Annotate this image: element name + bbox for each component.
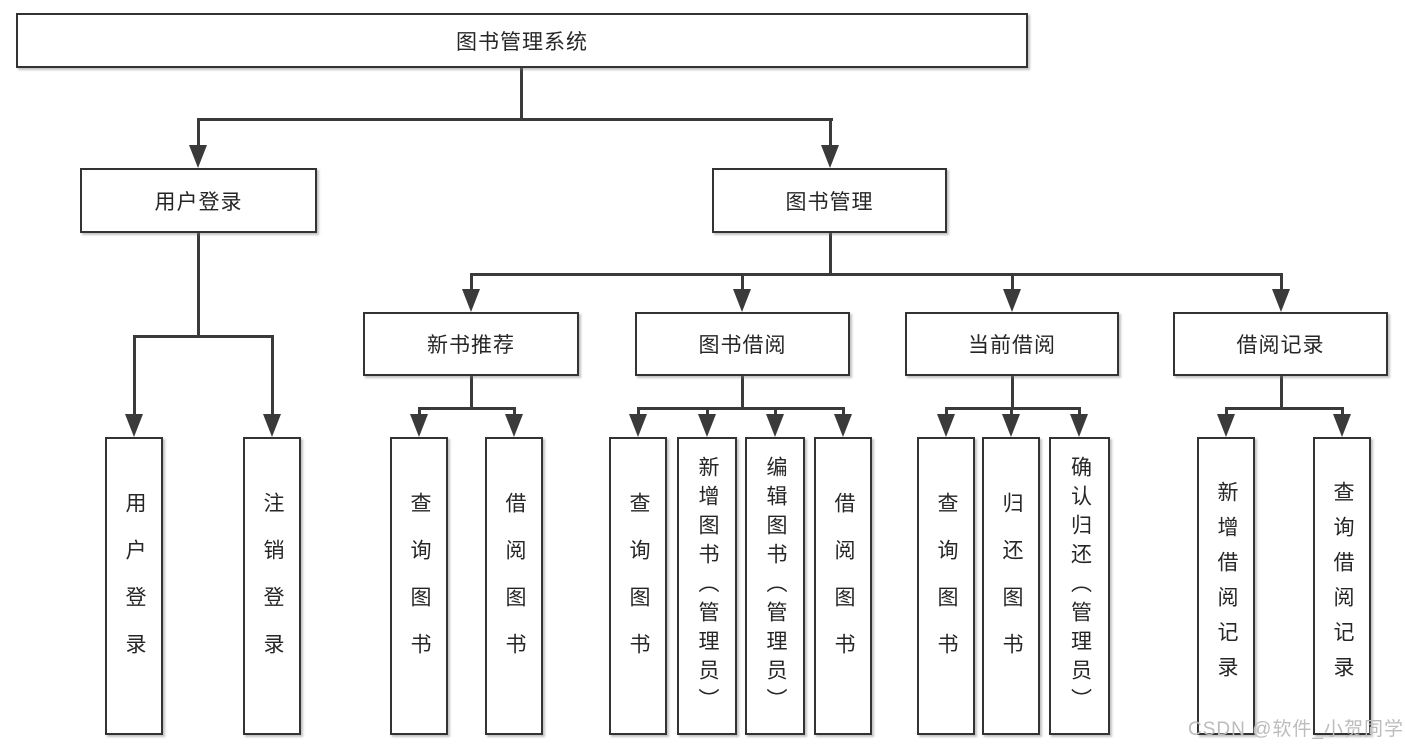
node-add-books-admin: 新增图书（管理员） bbox=[677, 437, 737, 735]
node-query-books: 查询图书 bbox=[609, 437, 667, 735]
connector-line bbox=[133, 335, 274, 338]
node-label: 查询图书 bbox=[935, 492, 958, 680]
connector-line bbox=[418, 407, 421, 419]
arrow-down-icon bbox=[821, 145, 839, 168]
arrow-down-icon bbox=[125, 414, 143, 437]
node-label: 新书推荐 bbox=[427, 334, 515, 357]
connector-line bbox=[741, 376, 744, 408]
node-edit-books-admin: 编辑图书（管理员） bbox=[745, 437, 805, 735]
connector-line bbox=[1011, 273, 1014, 292]
node-label: 查询图书 bbox=[408, 492, 431, 680]
arrow-down-icon bbox=[698, 414, 716, 437]
connector-line bbox=[741, 273, 744, 292]
connector-line bbox=[706, 407, 709, 419]
arrow-down-icon bbox=[629, 414, 647, 437]
connector-line bbox=[842, 407, 845, 419]
node-query-books: 查询图书 bbox=[390, 437, 448, 735]
arrow-down-icon bbox=[1217, 414, 1235, 437]
node-borrow-books: 借阅图书 bbox=[485, 437, 543, 735]
node-label: 新增借阅记录 bbox=[1215, 481, 1238, 691]
node-label: 图书借阅 bbox=[698, 334, 787, 357]
connector-line bbox=[1011, 376, 1014, 408]
arrow-down-icon bbox=[189, 145, 207, 168]
connector-line bbox=[829, 118, 832, 148]
node-label: 用户登录 bbox=[123, 492, 146, 680]
connector-line bbox=[1010, 407, 1013, 419]
node-borrow-books: 借阅图书 bbox=[814, 437, 872, 735]
connector-line bbox=[774, 407, 777, 419]
arrow-down-icon bbox=[1333, 414, 1351, 437]
connector-line bbox=[271, 335, 274, 417]
node-query-books: 查询图书 bbox=[917, 437, 975, 735]
node-label: 图书管理 bbox=[785, 190, 874, 214]
arrow-down-icon bbox=[462, 289, 480, 312]
connector-line bbox=[197, 233, 200, 337]
node-label: 借阅记录 bbox=[1236, 334, 1325, 357]
connector-line bbox=[945, 407, 948, 419]
node-current-borrowing: 当前借阅 bbox=[905, 312, 1119, 376]
connector-line bbox=[470, 376, 473, 408]
node-label: 借阅图书 bbox=[503, 492, 526, 680]
arrow-down-icon bbox=[834, 414, 852, 437]
connector-line bbox=[133, 335, 136, 417]
node-return-books: 归还图书 bbox=[982, 437, 1040, 735]
node-label: 新增图书（管理员） bbox=[696, 455, 719, 717]
connector-line bbox=[637, 407, 845, 410]
node-label: 确认归还（管理员） bbox=[1068, 455, 1092, 717]
node-label: 图书管理系统 bbox=[456, 30, 588, 54]
connector-line bbox=[1280, 376, 1283, 408]
arrow-down-icon bbox=[263, 414, 281, 437]
connector-line bbox=[1225, 407, 1228, 419]
connector-line bbox=[1280, 273, 1283, 292]
node-label: 当前借阅 bbox=[968, 334, 1056, 357]
arrow-down-icon bbox=[410, 414, 428, 437]
node-library-system: 图书管理系统 bbox=[16, 13, 1028, 68]
connector-line bbox=[1341, 407, 1344, 419]
node-label: 用户登录 bbox=[154, 190, 243, 214]
node-label: 查询图书 bbox=[627, 492, 650, 680]
arrow-down-icon bbox=[1003, 289, 1021, 312]
connector-line bbox=[829, 233, 832, 275]
arrow-down-icon bbox=[766, 414, 784, 437]
connector-line bbox=[520, 68, 523, 120]
arrow-down-icon bbox=[1272, 289, 1290, 312]
node-logout: 注销登录 bbox=[243, 437, 301, 735]
arrow-down-icon bbox=[937, 414, 955, 437]
arrow-down-icon bbox=[505, 414, 523, 437]
arrow-down-icon bbox=[1002, 414, 1020, 437]
node-borrow-records: 借阅记录 bbox=[1173, 312, 1388, 376]
node-query-borrow-record: 查询借阅记录 bbox=[1313, 437, 1371, 735]
connector-line bbox=[470, 273, 473, 292]
connector-line bbox=[945, 407, 1081, 410]
node-label: 注销登录 bbox=[261, 492, 284, 680]
node-label: 借阅图书 bbox=[832, 492, 855, 680]
connector-line bbox=[1225, 407, 1344, 410]
connector-line bbox=[637, 407, 640, 419]
arrow-down-icon bbox=[733, 289, 751, 312]
node-book-management: 图书管理 bbox=[712, 168, 947, 233]
connector-line bbox=[418, 407, 516, 410]
connector-line bbox=[197, 118, 200, 148]
csdn-watermark: CSDN @软件_小贺同学 bbox=[1188, 719, 1404, 740]
node-label: 查询借阅记录 bbox=[1331, 481, 1354, 691]
node-new-book-recommend: 新书推荐 bbox=[363, 312, 579, 376]
node-book-borrowing: 图书借阅 bbox=[635, 312, 850, 376]
node-add-borrow-record: 新增借阅记录 bbox=[1197, 437, 1255, 735]
arrow-down-icon bbox=[1070, 414, 1088, 437]
connector-line bbox=[513, 407, 516, 419]
node-user-login: 用户登录 bbox=[80, 168, 317, 233]
connector-line bbox=[1078, 407, 1081, 419]
connector-line bbox=[470, 273, 1283, 276]
node-user-login-action: 用户登录 bbox=[105, 437, 163, 735]
node-confirm-return-admin: 确认归还（管理员） bbox=[1049, 437, 1110, 735]
connector-line bbox=[197, 118, 833, 121]
node-label: 归还图书 bbox=[1000, 492, 1023, 680]
node-label: 编辑图书（管理员） bbox=[764, 455, 787, 717]
